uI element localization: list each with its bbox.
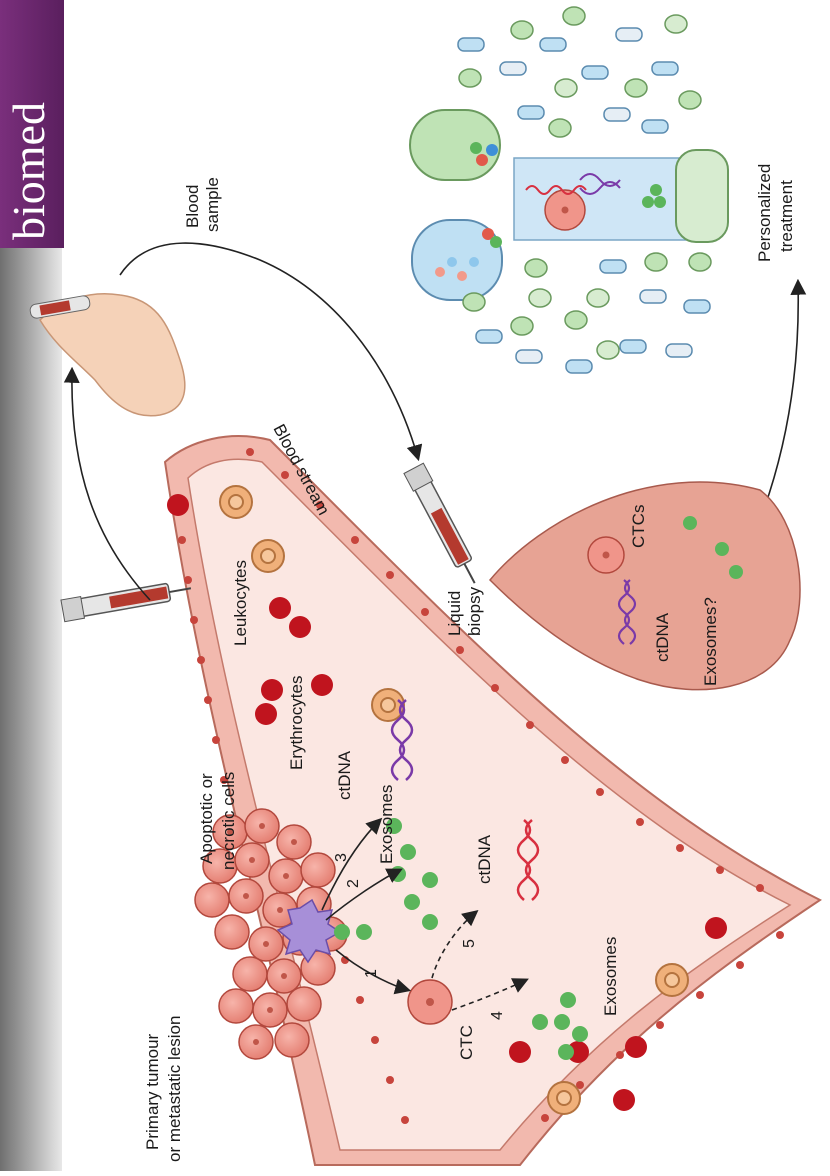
label-personalized-1: Personalized [755, 164, 774, 262]
label-primary-1: Primary tumour [143, 1033, 162, 1150]
step-5: 5 [461, 939, 478, 948]
label-liquid-2: biopsy [465, 586, 484, 636]
banner-text: biomed [3, 102, 54, 240]
label-ctc: CTC [457, 1025, 476, 1060]
label-apoptotic-2: necrotic cells [219, 772, 238, 870]
capsule-green-open [410, 110, 500, 180]
label-apoptotic-1: Apoptotic or [197, 773, 216, 864]
label-erythrocytes: Erythrocytes [287, 676, 306, 770]
label-blood-sample-1: Blood [183, 185, 202, 228]
label-personalized-2: treatment [777, 180, 796, 252]
label-ctdna-red: ctDNA [475, 834, 494, 884]
label-leukocytes: Leukocytes [231, 560, 250, 646]
step-1: 1 [363, 969, 380, 978]
label-exosomes-top: Exosomes [377, 785, 396, 864]
capsule-blue-open [412, 220, 502, 300]
treatment-box [514, 150, 728, 242]
label-drop-ctcs: CTCs [629, 505, 648, 548]
label-drop-ctdna: ctDNA [653, 612, 672, 662]
label-drop-exosomes: Exosomes? [701, 597, 720, 686]
step-3: 3 [333, 853, 350, 862]
step-4: 4 [489, 1011, 506, 1020]
label-liquid-1: Liquid [445, 591, 464, 636]
step-2: 2 [345, 879, 362, 888]
syringe-right-icon [404, 463, 484, 588]
label-blood-sample-2: sample [203, 177, 222, 232]
label-ctdna-vessel: ctDNA [335, 750, 354, 800]
ctc-cell [408, 980, 452, 1024]
syringe-left-icon [61, 577, 193, 621]
label-exosomes-bottom: Exosomes [601, 937, 620, 1016]
label-primary-2: or metastatic lesion [165, 1016, 184, 1162]
